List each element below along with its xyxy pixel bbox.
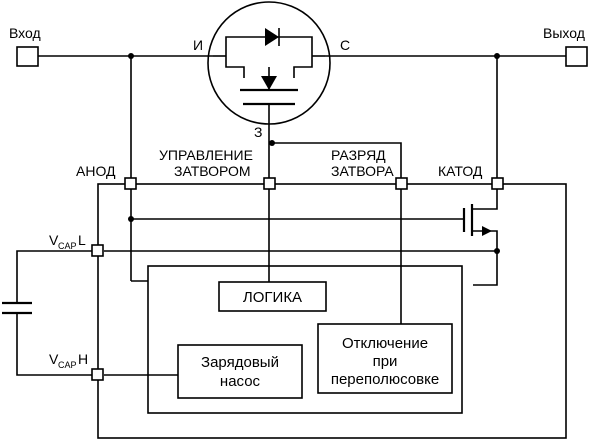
reverse-polarity-label-3: переполюсовке: [331, 371, 439, 388]
gate-label: З: [254, 124, 262, 140]
anode-label: АНОД: [76, 163, 116, 179]
gate-discharge-label-1: РАЗРЯД: [331, 147, 386, 163]
cathode-pin: [491, 177, 504, 190]
cathode-label: КАТОД: [438, 163, 483, 179]
gate-discharge-wire: [269, 142, 402, 184]
vcap-h-label-suffix: H: [78, 351, 88, 367]
cap-bottom-wire: [16, 313, 92, 376]
anode-node-dot: [128, 53, 134, 59]
anode-pin: [124, 177, 137, 190]
source-label: И: [193, 37, 203, 53]
inner-block: [147, 265, 463, 414]
vcap-h-pin: [91, 368, 104, 381]
vcap-l-label-main: V: [49, 232, 59, 248]
charge-pump-block: [177, 344, 303, 399]
logic-block: [218, 281, 327, 312]
reverse-polarity-label-2: при: [373, 353, 398, 370]
charge-pump-label-1: Зарядовый: [201, 354, 279, 371]
cap-top-wire: [16, 250, 92, 303]
input-label: Вход: [9, 25, 41, 41]
cathode-node-dot: [494, 53, 500, 59]
logic-label: ЛОГИКА: [243, 289, 302, 306]
charge-pump-label-2: насос: [220, 373, 261, 390]
reverse-polarity-block: [317, 323, 453, 394]
output-label: Выход: [543, 25, 585, 41]
gate-discharge-pin: [395, 177, 408, 190]
vcap-l-label-suffix: L: [78, 232, 86, 248]
vcap-h-label-sub: CAP: [58, 360, 77, 370]
gate-control-label-2: ЗАТВОРОМ: [174, 163, 251, 179]
internal-fet-symbol: [462, 189, 498, 286]
reverse-polarity-label-1: Отключение: [342, 335, 428, 352]
gate-control-label-1: УПРАВЛЕНИЕ: [159, 147, 253, 163]
vcap-h-label-main: V: [49, 351, 59, 367]
ic-outline: [97, 183, 567, 439]
vcap-l-pin: [91, 244, 104, 257]
input-terminal: [16, 46, 39, 67]
vcap-l-label-sub: CAP: [58, 241, 77, 251]
drain-label: С: [340, 37, 350, 53]
gate-node-dot: [269, 140, 275, 146]
output-terminal: [565, 46, 588, 67]
gate-control-pin: [263, 177, 276, 190]
mosfet-symbol: [207, 1, 331, 143]
gate-discharge-label-2: ЗАТВОРА: [331, 163, 394, 179]
